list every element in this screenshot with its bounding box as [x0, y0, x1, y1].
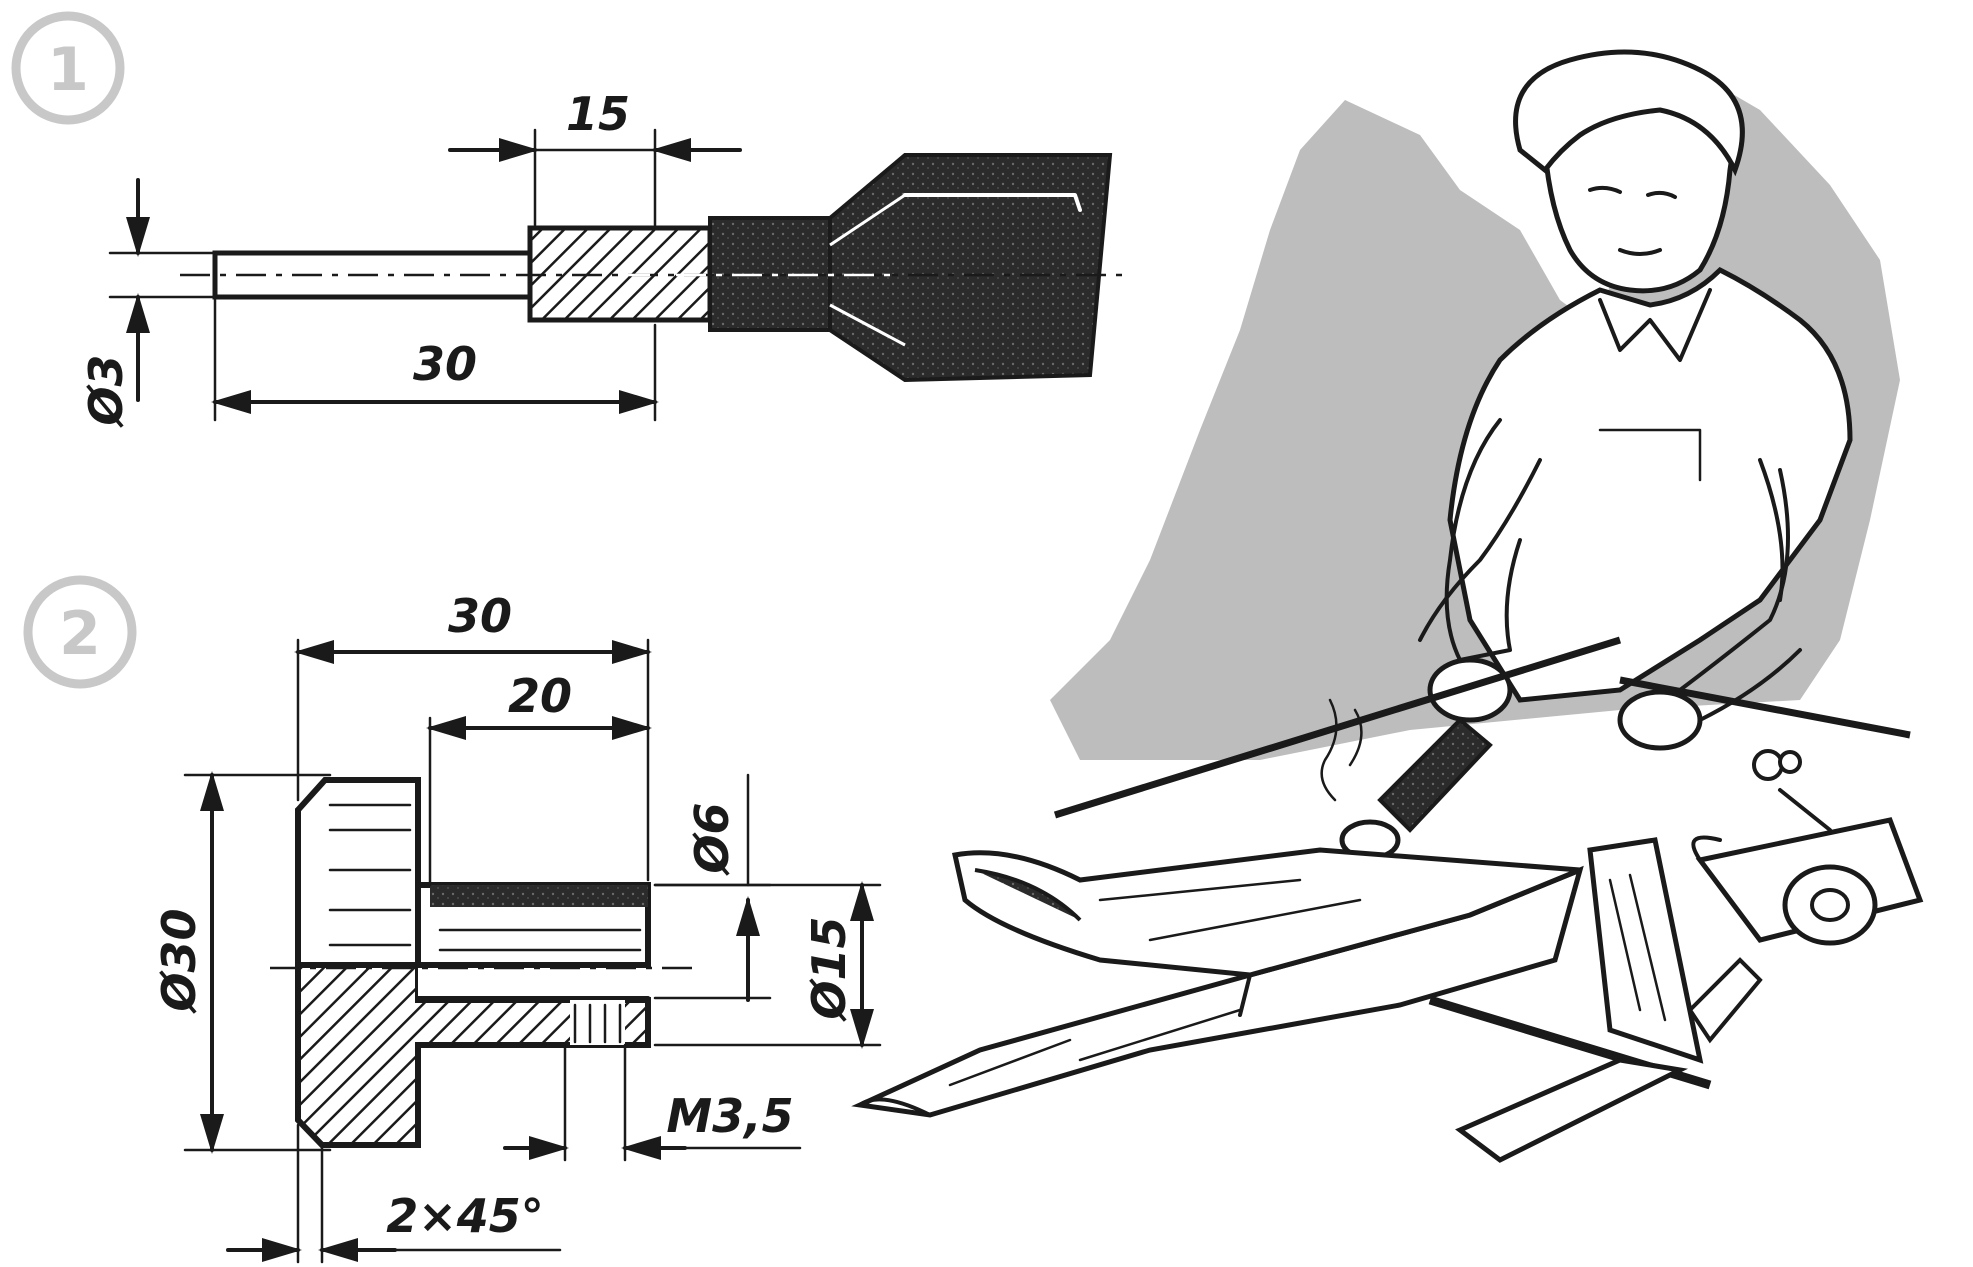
small-clamp-tool [1752, 749, 1832, 832]
dimension-30-fig1-label: 30 [413, 337, 477, 391]
dimension-diameter-6: Ø6 [653, 773, 772, 1002]
dimension-thread: M3,5 [503, 1043, 802, 1162]
illustration-airplane-covering [851, 49, 1924, 1163]
dimension-chamfer: 2×45° [226, 1123, 562, 1264]
figure-2-badge: 2 [23, 575, 137, 689]
heating-tool [1320, 698, 1493, 861]
vertical-fin [1587, 837, 1704, 1064]
dimension-diameter-30: Ø30 [152, 771, 332, 1154]
wing-spar [1619, 676, 1911, 739]
person [1418, 49, 1853, 751]
right-hand [1617, 689, 1703, 751]
figure-2-number: 2 [59, 599, 101, 669]
shaft-drawing [180, 153, 1125, 383]
dimension-chamfer-label: 2×45° [386, 1189, 544, 1243]
dimension-15: 15 [448, 87, 742, 227]
dimension-diameter-3: Ø3 [79, 178, 217, 429]
dimension-thread-label: M3,5 [666, 1089, 793, 1143]
dimension-30-fig2-label: 30 [448, 589, 512, 643]
dimension-15-label: 15 [566, 87, 630, 141]
tailplane [1455, 1057, 1688, 1163]
hub-flange-upper [295, 777, 421, 968]
figure-2: 2 [23, 575, 882, 1264]
hair [1513, 49, 1745, 177]
torso [1447, 266, 1853, 703]
dimension-20: 20 [426, 669, 652, 887]
figure-1-badge: 1 [11, 11, 125, 125]
dimension-30-fig1: 30 [211, 298, 659, 422]
dimension-30-fig2: 30 [294, 589, 652, 882]
dimension-diameter-15: Ø15 [653, 881, 882, 1049]
dimension-diameter-6-label: Ø6 [685, 802, 739, 876]
dimension-20-label: 20 [508, 669, 572, 723]
paper-roll [1691, 817, 1924, 946]
chuck-body [828, 153, 1113, 383]
main-wing [851, 865, 1584, 1118]
figure-1-number: 1 [47, 35, 89, 105]
hub-drawing [270, 777, 700, 1148]
wing-panel-upper [951, 847, 1581, 978]
dimension-diameter-30-label: Ø30 [152, 908, 206, 1014]
dimension-diameter-3-label: Ø3 [79, 354, 133, 428]
dimension-diameter-15-label: Ø15 [802, 916, 856, 1022]
figure-1: 1 15 [11, 11, 1125, 429]
